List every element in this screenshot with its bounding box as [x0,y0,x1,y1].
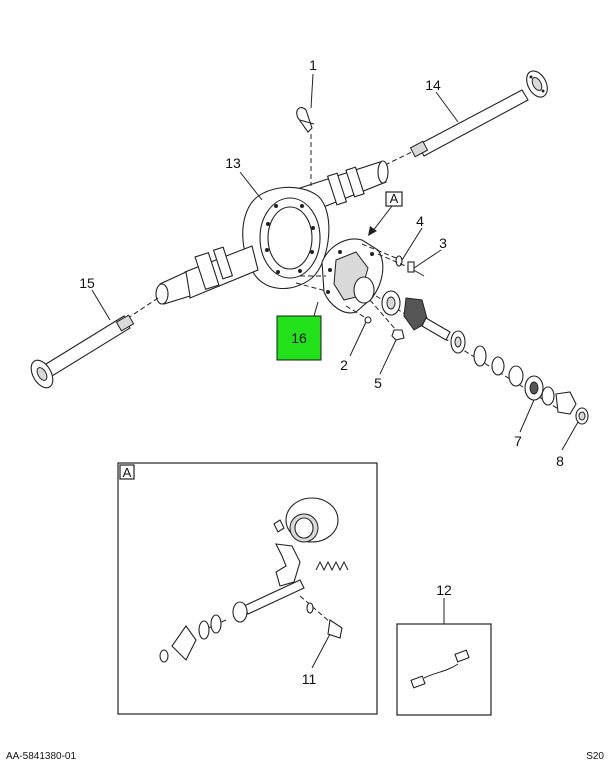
callout-4[interactable]: 4 [416,213,424,229]
callout-8[interactable]: 8 [556,453,564,469]
axle-housing-13[interactable] [155,160,389,305]
callout-15[interactable]: 15 [79,275,95,291]
view-reference-a[interactable]: A [368,191,403,236]
callout-16[interactable]: 16 [291,330,307,346]
differential-carrier-16[interactable] [295,238,384,314]
lock-gear[interactable] [285,497,339,543]
fork-spring[interactable] [315,560,349,572]
nut-8[interactable] [575,407,589,425]
nut-5[interactable] [369,299,405,341]
axle-shaft-15[interactable] [27,297,159,391]
detail-view-a: A [117,462,378,715]
callout-13[interactable]: 13 [225,155,241,171]
footer-left: AA-5841380-01 [6,751,76,761]
bearing-cup-7[interactable] [524,375,555,406]
callout-3[interactable]: 3 [439,235,447,251]
highlight-box[interactable] [276,315,322,361]
bolt-3[interactable] [377,253,425,277]
yoke-flange[interactable] [555,391,577,415]
shift-shaft[interactable] [159,579,305,663]
callout-14[interactable]: 14 [425,77,441,93]
footer-right: S20 [586,751,604,761]
callout-12[interactable]: 12 [436,582,452,598]
axle-shaft-14[interactable] [384,67,552,166]
callout-7[interactable]: 7 [514,433,522,449]
shift-fork[interactable] [273,519,301,587]
callout-2[interactable]: 2 [340,357,348,373]
detail-view-label: A [123,465,132,480]
sensor-11[interactable] [299,595,343,669]
callout-5[interactable]: 5 [374,375,382,391]
view-reference-label: A [390,191,399,206]
washer-2[interactable] [345,305,372,324]
detail-harness-12 [396,598,492,716]
callout-11[interactable]: 11 [302,671,317,687]
callout-1[interactable]: 1 [309,57,317,73]
callout-16-highlight[interactable]: 16 [276,315,322,361]
pin-1[interactable] [296,107,315,186]
wiring-harness-12[interactable] [410,649,470,689]
